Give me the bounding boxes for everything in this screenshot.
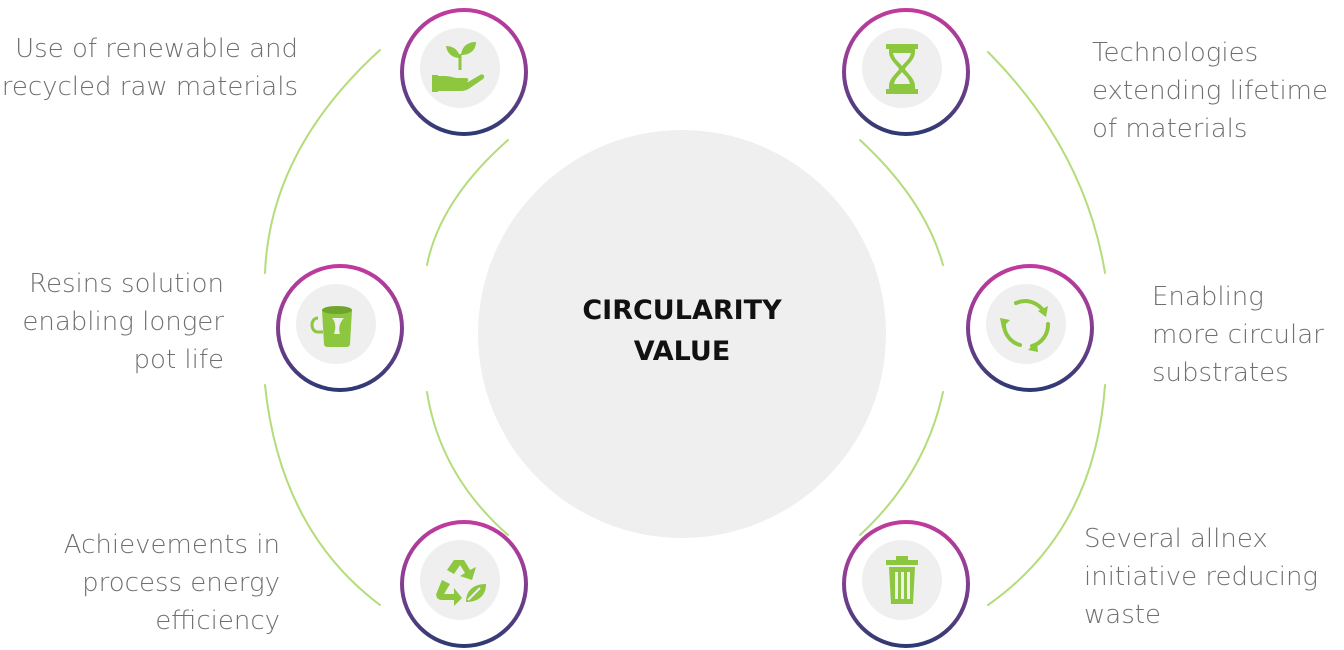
label-resins-solution: Resins solution enabling longer pot life: [0, 265, 224, 379]
circular-arrows-icon: [1000, 299, 1050, 352]
center-title-line-2: VALUE: [633, 336, 731, 367]
recycle-leaf-icon: [436, 560, 486, 606]
hand-plant-icon: [432, 42, 485, 92]
label-line: more circular: [1152, 320, 1324, 350]
label-line: substrates: [1152, 358, 1289, 388]
inner-arc-right-top: [859, 139, 944, 266]
node-reducing-waste[interactable]: [842, 520, 970, 648]
hourglass-icon: [886, 44, 918, 94]
outer-arc-right-bottom: [987, 384, 1106, 606]
center-title: CIRCULARITY VALUE: [478, 290, 886, 372]
label-line: initiative reducing: [1084, 562, 1319, 592]
node-renewable-materials[interactable]: [400, 8, 528, 136]
label-line: Achievements in: [63, 530, 280, 560]
node-circular-substrates[interactable]: [966, 264, 1094, 392]
label-line: process energy: [82, 568, 280, 598]
label-line: Resins solution: [29, 269, 224, 299]
inner-arc-left-bottom: [426, 391, 509, 536]
label-line: pot life: [133, 345, 224, 375]
label-circular-substrates: Enabling more circular substrates: [1152, 278, 1342, 392]
inner-arc-right-bottom: [859, 391, 944, 536]
paint-bucket-icon: [310, 306, 352, 347]
outer-arc-left-top: [264, 49, 381, 274]
label-line: efficiency: [155, 606, 280, 636]
label-line: enabling longer: [22, 307, 224, 337]
inner-arc-left-top: [426, 139, 509, 266]
center-circle: [478, 130, 886, 538]
node-energy-efficiency[interactable]: [400, 520, 528, 648]
node-resins-solution[interactable]: [276, 264, 404, 392]
label-line: Several allnex: [1084, 524, 1268, 554]
label-reducing-waste: Several allnex initiative reducing waste: [1084, 520, 1342, 634]
label-line: Use of renewable and: [15, 34, 298, 64]
label-line: extending lifetime: [1092, 76, 1329, 106]
outer-arc-right-top: [987, 51, 1106, 274]
label-extending-lifetime: Technologies extending lifetime of mater…: [1092, 34, 1342, 148]
center-title-line-1: CIRCULARITY: [582, 295, 782, 326]
label-line: of materials: [1092, 114, 1248, 144]
trash-bin-icon: [886, 556, 918, 604]
label-line: waste: [1084, 600, 1161, 630]
label-line: recycled raw materials: [1, 72, 298, 102]
outer-arc-left-bottom: [264, 384, 381, 606]
label-line: Technologies: [1092, 38, 1259, 68]
label-renewable-materials: Use of renewable and recycled raw materi…: [0, 30, 298, 106]
node-extending-lifetime[interactable]: [842, 8, 970, 136]
label-energy-efficiency: Achievements in process energy efficienc…: [0, 526, 280, 640]
label-line: Enabling: [1152, 282, 1264, 312]
